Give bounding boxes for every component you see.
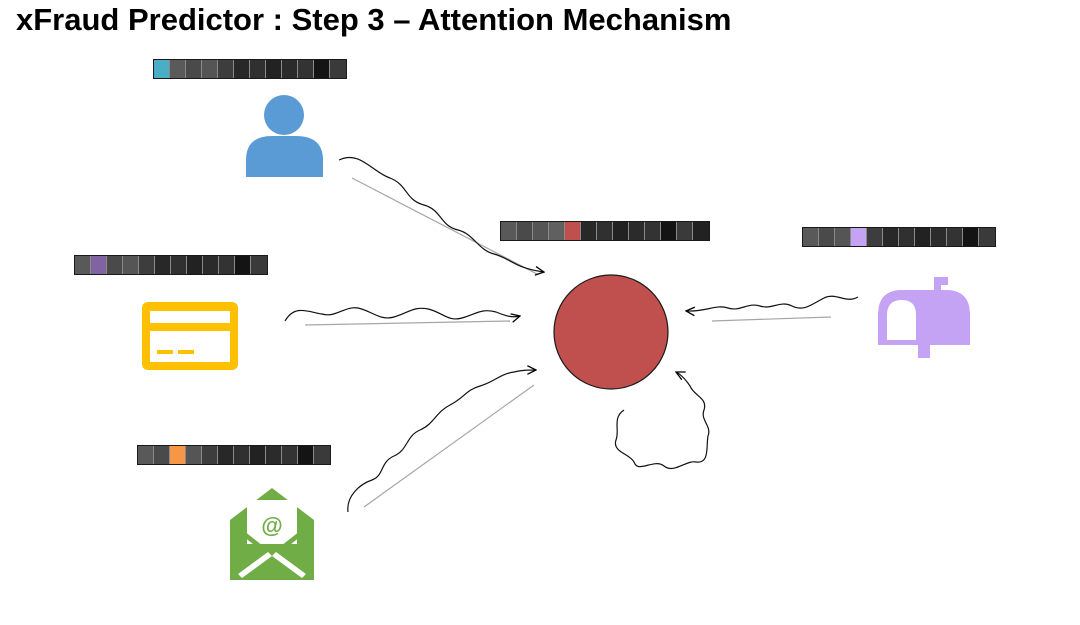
feature-cell [549,222,565,240]
feature-cell [899,228,915,246]
feature-cell [234,60,250,78]
feature-cell [867,228,883,246]
attention-messages [284,156,859,513]
feature-cell [235,256,251,274]
feature-cell [251,256,267,274]
feature-cell [123,256,139,274]
feature-cell [202,60,218,78]
feature-cell [565,222,581,240]
feature-cell [645,222,661,240]
message-address-arrow-icon [686,295,859,311]
feature-cell [234,446,250,464]
feature-cell [202,446,218,464]
center-feature-bar [500,221,710,241]
feature-cell [266,446,282,464]
feature-cell [266,60,282,78]
feature-cell [677,222,693,240]
feature-cell [171,256,187,274]
feature-cell [186,446,202,464]
feature-cell [819,228,835,246]
feature-cell [533,222,549,240]
feature-cell [979,228,995,246]
feature-cell [282,60,298,78]
feature-cell [613,222,629,240]
user-icon [246,95,323,177]
feature-cell [187,256,203,274]
message-user-arrow-icon [338,156,544,272]
feature-cell [155,256,171,274]
feature-cell [629,222,645,240]
message-email-arrow-icon [347,370,536,513]
feature-cell [219,256,235,274]
email-icon: @ [230,488,314,580]
feature-cell [218,446,234,464]
svg-text:@: @ [261,513,282,538]
feature-cell [91,256,107,274]
feature-cell [250,446,266,464]
feature-cell [661,222,677,240]
email-feature-bar [137,445,331,465]
feature-cell [154,446,170,464]
edges [304,177,832,508]
feature-cell [330,60,346,78]
feature-cell [931,228,947,246]
feature-cell [581,222,597,240]
feature-cell [170,446,186,464]
feature-cell [314,446,330,464]
card-feature-bar [74,255,268,275]
feature-cell [139,256,155,274]
feature-cell [314,60,330,78]
feature-cell [107,256,123,274]
feature-cell [517,222,533,240]
feature-cell [835,228,851,246]
self-loop-arrow-icon [614,372,710,470]
credit-card-icon [142,302,238,370]
feature-cell [851,228,867,246]
feature-cell [138,446,154,464]
feature-cell [170,60,186,78]
feature-cell [282,446,298,464]
message-card-arrow-icon [284,307,520,321]
edge-user [351,177,538,275]
feature-cell [803,228,819,246]
feature-cell [154,60,170,78]
edge-card [304,320,511,326]
feature-cell [597,222,613,240]
edge-address [711,316,832,322]
feature-cell [963,228,979,246]
feature-cell [250,60,266,78]
edge-email [363,384,535,508]
feature-cell [883,228,899,246]
feature-cell [298,60,314,78]
slide-title: xFraud Predictor : Step 3 – Attention Me… [16,2,732,37]
feature-cell [915,228,931,246]
center-node [553,274,669,390]
feature-cell [298,446,314,464]
feature-cell [218,60,234,78]
mailbox-icon [878,277,970,358]
user-feature-bar [153,59,347,79]
address-feature-bar [802,227,996,247]
feature-cell [947,228,963,246]
feature-cell [186,60,202,78]
feature-cell [501,222,517,240]
feature-cell [75,256,91,274]
feature-cell [693,222,709,240]
feature-cell [203,256,219,274]
